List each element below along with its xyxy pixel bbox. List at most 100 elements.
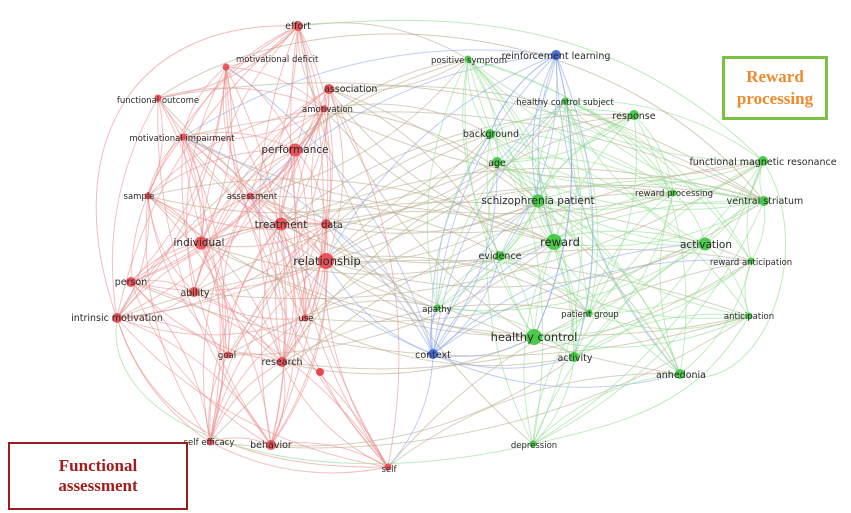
node-reinforcement-learning[interactable] <box>551 50 561 60</box>
node-background[interactable] <box>485 129 495 139</box>
edge-reinforcement_learning-activity <box>555 54 594 358</box>
edge-functional_outcome-individual <box>157 97 202 244</box>
edge-healthy_control_subject-reward_anticipation <box>564 100 752 262</box>
edge-reward_anticipation-anhedonia <box>679 260 752 375</box>
node-self[interactable] <box>384 463 392 471</box>
edge-data-background <box>325 133 491 225</box>
label-data: data <box>321 220 342 231</box>
edge-performance-sample <box>147 149 296 197</box>
node-treatment[interactable] <box>274 217 288 231</box>
edge-activation-patient_group <box>588 243 706 314</box>
edge-effort-use <box>297 25 329 319</box>
edge-amotivation-reward <box>323 108 555 243</box>
node-performance[interactable] <box>288 143 302 157</box>
edge-assessment-reinforcement_learning <box>249 54 557 197</box>
edge-effort-behavior <box>270 25 324 446</box>
node-positive-symptom[interactable] <box>464 55 472 63</box>
label-positive-symptom: positive symptom <box>431 56 507 66</box>
edge-reward-patient_group <box>553 241 590 314</box>
node-depression[interactable] <box>529 440 537 448</box>
edge-use-ventral_striatum <box>304 200 765 322</box>
envelope-edge-2 <box>115 315 750 465</box>
node-healthy-control[interactable] <box>526 329 542 345</box>
edge-anhedonia-depression <box>532 373 681 445</box>
edge-anticipation-healthy_control <box>533 315 750 348</box>
node-functional-outcome[interactable] <box>154 94 162 102</box>
node-patient-group[interactable] <box>585 309 593 317</box>
node-research[interactable] <box>277 357 287 367</box>
node-context[interactable] <box>428 349 438 359</box>
node-effort[interactable] <box>293 21 303 31</box>
node-response[interactable] <box>629 110 639 120</box>
edge-research-self <box>281 361 389 468</box>
edge-performance-data <box>294 149 327 225</box>
node-anticipation[interactable] <box>745 312 753 320</box>
node-ventral-striatum[interactable] <box>759 196 769 206</box>
node-anhedonia[interactable] <box>675 369 685 379</box>
node-activity[interactable] <box>569 352 579 362</box>
edge-healthy_control_subject-depression <box>532 100 583 445</box>
node-use[interactable] <box>301 314 309 322</box>
label-reward-anticipation: reward anticipation <box>710 258 792 268</box>
edge-reinforcement_learning-relationship <box>325 54 557 262</box>
edge-motivational_deficit-intrinsic_motivation <box>116 66 227 319</box>
edge-schizophrenia_patient-ventral_striatum <box>537 180 765 202</box>
node-data[interactable] <box>321 219 331 229</box>
node-amotivation[interactable] <box>320 105 328 113</box>
label-evidence: evidence <box>478 251 521 262</box>
node-sample[interactable] <box>144 192 152 200</box>
edge-motivational_deficit-amotivation <box>225 66 325 110</box>
label-amotivation: amotivation <box>302 105 353 115</box>
node-reward[interactable] <box>546 234 562 250</box>
edge-functional_outcome-ventral_striatum <box>157 82 765 202</box>
edge-research-response <box>281 114 635 363</box>
node-age[interactable] <box>492 157 502 167</box>
edge-treatment-self_efficacy <box>209 223 282 443</box>
edge-healthy_control_subject-functional_mri <box>564 100 764 162</box>
edge-relationship-behavior <box>270 260 327 446</box>
node-individual[interactable] <box>194 236 208 250</box>
node-intrinsic-motivation[interactable] <box>112 313 122 323</box>
label-effort: effort <box>285 21 311 32</box>
edge-ventral_striatum-depression <box>532 200 765 445</box>
node-schizophrenia-patient[interactable] <box>531 194 545 208</box>
node-association[interactable] <box>324 84 334 94</box>
node-ability[interactable] <box>189 287 199 297</box>
edge-motivational_impairment-individual <box>182 136 205 244</box>
node-goal[interactable] <box>224 351 232 359</box>
label-relationship: relationship <box>293 254 361 268</box>
edge-reward_processing-anhedonia <box>659 192 681 375</box>
edge-response-age <box>496 114 635 163</box>
edge-background-healthy_control <box>486 133 535 338</box>
node-functional-mri[interactable] <box>758 156 768 166</box>
edge-intrinsic_motivation-behavior <box>116 317 272 446</box>
edge-reinforcement_learning-reward <box>537 54 557 243</box>
node-apathy[interactable] <box>433 304 441 312</box>
node-relationship[interactable] <box>318 253 334 269</box>
edge-motivational_impairment-person <box>130 136 184 283</box>
node-activation[interactable] <box>698 237 712 251</box>
edge-sample-goal <box>147 195 229 356</box>
edge-effort-intrinsic_motivation <box>116 25 299 319</box>
node-motivational-deficit[interactable] <box>222 63 230 71</box>
edge-relationship-schizophrenia_patient <box>325 200 539 263</box>
edge-functional_outcome-intrinsic_motivation <box>111 97 159 319</box>
node-healthy-control-subject[interactable] <box>561 97 569 105</box>
edge-data-context <box>325 223 434 355</box>
edge-reward_anticipation-context <box>432 259 752 355</box>
edge-background-anticipation <box>489 133 750 317</box>
node-evidence[interactable] <box>495 251 505 261</box>
node-behavior[interactable] <box>266 440 276 450</box>
edge-positive_symptom-age <box>467 58 498 163</box>
edge-reinforcement_learning-healthy_control <box>533 54 573 338</box>
node-self-efficacy[interactable] <box>206 438 214 446</box>
edge-motivational_impairment-self_efficacy <box>182 136 227 443</box>
node-motivational-impairment[interactable] <box>179 133 187 141</box>
edge-context-reward <box>432 241 555 355</box>
node-person[interactable] <box>126 277 136 287</box>
node-assessment[interactable] <box>246 192 254 200</box>
node-reward-anticipation[interactable] <box>747 257 755 265</box>
edge-context-evidence <box>432 255 501 355</box>
node-reward-processing[interactable] <box>669 189 677 197</box>
edge-schizophrenia_patient-apathy <box>436 200 539 309</box>
